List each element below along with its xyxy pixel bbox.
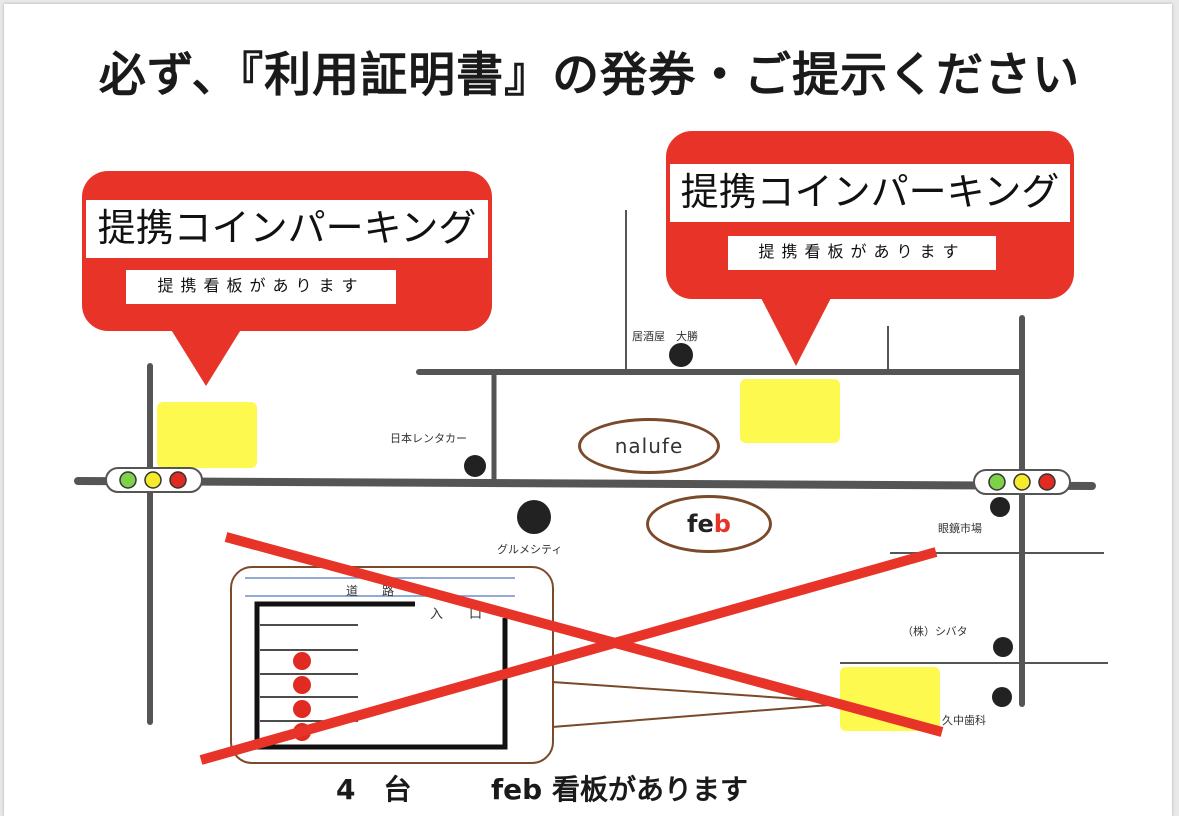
road-main (74, 477, 1096, 490)
inset-entrance-label: 入 口 (430, 607, 483, 622)
feb-label: feb (687, 510, 731, 538)
parking-lot-right[interactable] (740, 379, 840, 443)
callout-right-subtitle: 提携看板があります (728, 236, 996, 270)
rental-marker (464, 455, 486, 477)
inset-road-label: 道 路 (346, 584, 395, 598)
izakaya-marker (669, 343, 693, 367)
traffic-signal-left (105, 467, 203, 493)
inset-connector-line (551, 703, 843, 728)
feb-shop[interactable]: feb (646, 495, 772, 553)
feb-label-suffix: b (713, 510, 731, 538)
parking-space-marker (293, 700, 311, 718)
gourmet-label: グルメシティ (497, 543, 563, 556)
dental-label: 久中歯科 (942, 714, 986, 727)
parking-lot-left[interactable] (157, 402, 257, 468)
callout-right-title: 提携コインパーキング (670, 164, 1070, 222)
shibata-label: （株）シバタ (902, 625, 968, 638)
parking-space-marker (293, 676, 311, 694)
parking-count: 4 台 (336, 773, 412, 806)
optical-label: 眼鏡市場 (938, 522, 982, 535)
shibata-marker (993, 637, 1013, 657)
callout-left-subtitle: 提携看板があります (126, 270, 396, 304)
footer-caption: 4 台 feb 看板があります (336, 768, 748, 808)
gourmet-marker (517, 500, 551, 534)
inset-connector-line (551, 681, 843, 703)
rental-label: 日本レンタカー (390, 432, 467, 445)
callout-pointer-right (760, 296, 832, 366)
cross-out-stroke (199, 547, 938, 765)
cross-out-stroke (224, 532, 944, 737)
feb-parking-inset[interactable] (230, 566, 554, 764)
dental-marker (992, 687, 1012, 707)
traffic-signal-right (973, 469, 1071, 495)
page-title: 必ず、『利用証明書』の発券・ご提示ください (98, 48, 1081, 103)
nalufe-label: nalufe (614, 434, 684, 458)
izakaya-label: 居酒屋 大勝 (632, 330, 698, 343)
parking-space-marker (293, 652, 311, 670)
callout-left-title: 提携コインパーキング (86, 200, 488, 258)
nalufe-shop[interactable]: nalufe (578, 418, 720, 474)
footer-signboard-note: feb 看板があります (490, 773, 748, 806)
callout-pointer-left (170, 328, 242, 386)
feb-label-prefix: fe (687, 510, 714, 538)
optical-marker (990, 497, 1010, 517)
